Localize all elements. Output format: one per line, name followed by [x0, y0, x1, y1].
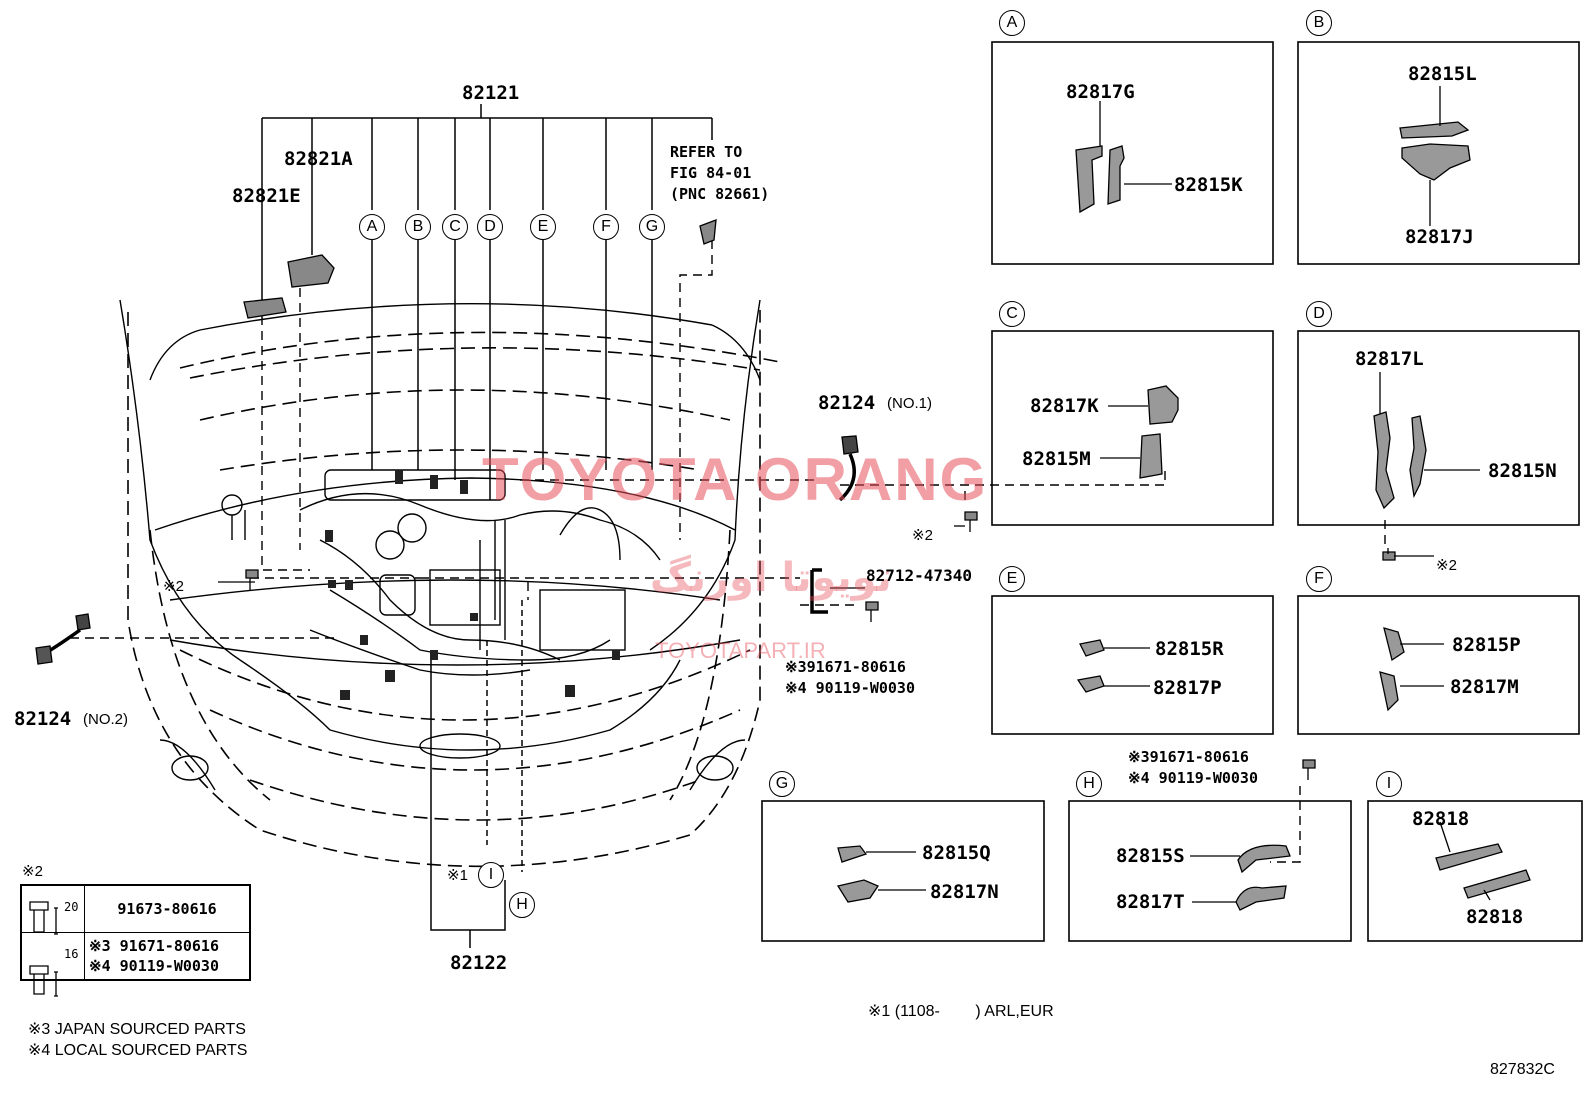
- part-82821A-label: 82821A: [284, 148, 353, 170]
- part-82817G-label: 82817G: [1066, 81, 1135, 103]
- part-82121-label: 82121: [462, 82, 520, 104]
- refer-note: REFER TO FIG 84-01 (PNC 82661): [670, 142, 769, 205]
- part-82821E-label: 82821E: [232, 185, 301, 207]
- part-82815R-label: 82815R: [1155, 638, 1224, 660]
- bolt-table-header: ※2: [22, 863, 43, 880]
- part-82817J-label: 82817J: [1405, 226, 1474, 248]
- bolt-row1-icon: 20: [20, 884, 85, 933]
- refer-line-2: FIG 84-01: [670, 164, 752, 182]
- part-82815P-label: 82815P: [1452, 634, 1521, 656]
- box-letter-B[interactable]: B: [1306, 10, 1332, 36]
- refer-line-3: (PNC 82661): [670, 185, 770, 203]
- box-letter-D[interactable]: D: [1306, 301, 1332, 327]
- part-82815Q-label: 82815Q: [922, 842, 991, 864]
- part-82817P-label: 82817P: [1153, 677, 1222, 699]
- callout-H[interactable]: H: [509, 892, 535, 918]
- bolt-row2-parts: ※3 91671-80616 ※4 90119-W0030: [84, 932, 251, 981]
- refer-line-1: REFER TO: [670, 143, 743, 161]
- watermark-brand: TOYOTA ORANG: [482, 446, 989, 513]
- box-letter-F[interactable]: F: [1306, 566, 1332, 592]
- part-82122-label: 82122: [450, 952, 508, 974]
- bolt-row2-icon: 16: [20, 932, 85, 981]
- bolt-table: 20 91673-80616 16 ※3 91671-80616 ※4 90119…: [20, 884, 251, 981]
- bolt-note-mid-2: ※4 90119-W0030: [785, 679, 915, 697]
- box-letter-G[interactable]: G: [769, 771, 795, 797]
- box-letter-A[interactable]: A: [999, 10, 1025, 36]
- watermark-site: TOYOTAPART.IR: [655, 638, 826, 663]
- part-82815L-label: 82815L: [1408, 63, 1477, 85]
- bolt-row2-size: 16: [64, 947, 79, 961]
- box-letter-C[interactable]: C: [999, 301, 1025, 327]
- part-82817N-label: 82817N: [930, 881, 999, 903]
- figure-code: 827832C: [1490, 1061, 1555, 1078]
- callout-G[interactable]: G: [639, 214, 665, 240]
- mark-1: ※1: [447, 867, 468, 884]
- bolt-mark-2-b: ※2: [163, 578, 184, 595]
- box-letter-H[interactable]: H: [1076, 771, 1102, 797]
- part-82817K-label: 82817K: [1030, 395, 1099, 417]
- bolt-mark-2-a: ※2: [912, 527, 933, 544]
- bolt-row2-part-a: ※3 91671-80616: [89, 937, 219, 955]
- bolt-note-h-1: ※391671-80616: [1128, 748, 1249, 766]
- part-82815N-label: 82815N: [1488, 460, 1557, 482]
- callout-D[interactable]: D: [477, 214, 503, 240]
- part-82818-label-a: 82818: [1412, 808, 1470, 830]
- part-82817L-label: 82817L: [1355, 348, 1424, 370]
- callout-B[interactable]: B: [405, 214, 431, 240]
- note-1-arl-eur: ※1 (1108- ) ARL,EUR: [868, 1003, 1054, 1020]
- box-letter-I[interactable]: I: [1376, 771, 1402, 797]
- part-82815M-label: 82815M: [1022, 448, 1091, 470]
- bolt-note-h-2: ※4 90119-W0030: [1128, 769, 1258, 787]
- box-letter-E[interactable]: E: [999, 566, 1025, 592]
- callout-I[interactable]: I: [478, 862, 504, 888]
- callout-F[interactable]: F: [593, 214, 619, 240]
- part-82818-label-b: 82818: [1466, 906, 1524, 928]
- bolt-row2-part-b: ※4 90119-W0030: [89, 957, 219, 975]
- part-82817M-label: 82817M: [1450, 676, 1519, 698]
- bolt-note-mid-1: ※391671-80616: [785, 658, 906, 676]
- footnote-local: ※4 LOCAL SOURCED PARTS: [28, 1042, 248, 1059]
- part-82817T-label: 82817T: [1116, 891, 1185, 913]
- bolt-row1-size: 20: [64, 900, 79, 914]
- no2-label: (NO.2): [83, 711, 128, 728]
- part-82815S-label: 82815S: [1116, 845, 1185, 867]
- part-82124-no1-label: 82124: [818, 392, 876, 414]
- watermark-arabic: تویوتا اورنگ: [650, 555, 892, 601]
- callout-A[interactable]: A: [359, 214, 385, 240]
- no1-label: (NO.1): [887, 395, 932, 412]
- callout-C[interactable]: C: [442, 214, 468, 240]
- footnote-japan: ※3 JAPAN SOURCED PARTS: [28, 1021, 246, 1038]
- bolt-row1-part: 91673-80616: [84, 884, 251, 933]
- part-82124-no2-label: 82124: [14, 708, 72, 730]
- callout-E[interactable]: E: [530, 214, 556, 240]
- part-82712-label: 82712-47340: [866, 566, 972, 585]
- bolt-mark-2-c: ※2: [1436, 557, 1457, 574]
- part-82815K-label: 82815K: [1174, 174, 1243, 196]
